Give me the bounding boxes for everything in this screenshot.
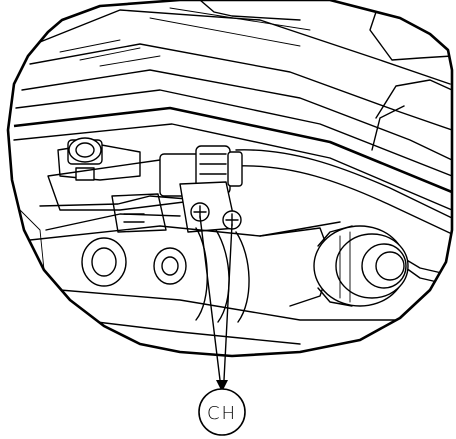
leader-lines <box>199 215 233 392</box>
callout-ch: CH <box>198 388 246 436</box>
fitting-assembly <box>111 145 243 233</box>
lower-housing <box>29 221 341 323</box>
callout-label: CH <box>207 403 237 424</box>
connector <box>313 225 409 307</box>
upper-frame-panel <box>13 0 452 211</box>
detail-view-outline <box>6 0 454 358</box>
lower-panel <box>19 209 421 345</box>
detail-view <box>13 0 452 345</box>
callout-circle <box>198 388 246 436</box>
bracket-assembly <box>39 137 201 231</box>
